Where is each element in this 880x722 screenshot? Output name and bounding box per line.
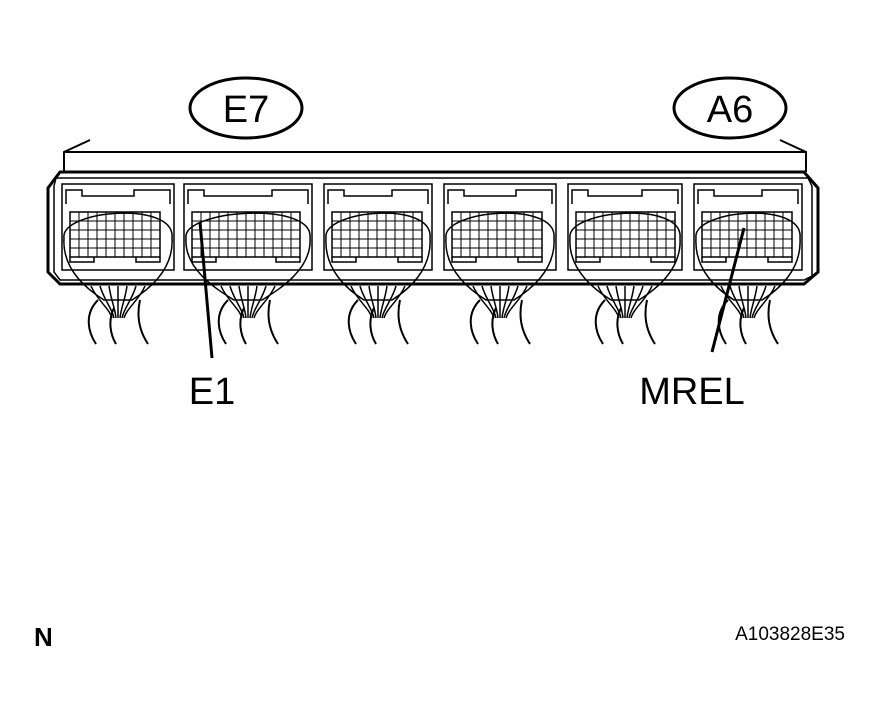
- harness-wire: [99, 285, 115, 319]
- harness-wire: [738, 285, 747, 319]
- harness-wire: [229, 285, 245, 319]
- pin-grid: [575, 211, 676, 258]
- callout-a6-label: A6: [707, 89, 753, 131]
- callout-a6: A6: [672, 76, 788, 140]
- harness-wire: [368, 285, 377, 319]
- pin-e1-label: E1: [189, 371, 235, 413]
- harness-cover: [63, 212, 173, 301]
- harness-wire: [249, 285, 258, 319]
- harness-wire: [503, 285, 519, 319]
- harness-wire: [630, 285, 653, 319]
- callout-e7: E7: [188, 76, 304, 140]
- corner-mark: N: [34, 622, 53, 652]
- harness-wire: [751, 285, 767, 319]
- connector-tab: [701, 257, 793, 263]
- connector-tab: [575, 257, 676, 263]
- harness-wire: [729, 285, 745, 319]
- harness-wire: [253, 285, 276, 319]
- connector-5: [567, 183, 683, 345]
- connector-frame: [61, 183, 175, 271]
- callout-a6-oval: [672, 76, 788, 140]
- callout-e7-oval: [188, 76, 304, 140]
- connector-key: [697, 189, 799, 204]
- harness-wire: [123, 285, 146, 319]
- harness-wire: [381, 285, 397, 319]
- connector-frame: [183, 183, 313, 271]
- connector-tab: [451, 257, 543, 263]
- connector-4: [443, 183, 557, 345]
- harness-wire: [383, 285, 406, 319]
- harness-wire: [505, 285, 528, 319]
- connector-frame: [323, 183, 433, 271]
- connector-bracket: [63, 139, 807, 172]
- harness-wire: [108, 285, 117, 319]
- connector-tab: [331, 257, 423, 263]
- harness-cover: [695, 212, 801, 301]
- harness-wire: [119, 285, 128, 319]
- harness-cover: [185, 212, 311, 301]
- connector-1: [61, 183, 175, 345]
- connector-frame: [443, 183, 557, 271]
- harness-wire: [749, 285, 758, 319]
- connector-tab: [69, 257, 161, 263]
- wire-bundle: [217, 299, 279, 345]
- pin-mrel-label: MREL: [639, 371, 745, 413]
- connector-group: [61, 183, 803, 345]
- harness-wire: [359, 285, 375, 319]
- callout-e7-label: E7: [223, 89, 269, 131]
- harness-wire: [615, 285, 624, 319]
- pin-mrel-leader: [710, 227, 746, 353]
- harness-wire: [251, 285, 267, 319]
- harness-wire: [238, 285, 247, 319]
- figure-code: A103828E35: [735, 624, 845, 645]
- wire-bundle: [347, 299, 409, 345]
- connector-key: [447, 189, 553, 204]
- harness-wire: [490, 285, 499, 319]
- pin-e1-leader: [198, 221, 214, 359]
- connector-2: [183, 183, 313, 345]
- harness-wire: [501, 285, 510, 319]
- connector-3: [323, 183, 433, 345]
- harness-wire: [379, 285, 388, 319]
- harness-wire: [628, 285, 644, 319]
- harness-wire: [121, 285, 137, 319]
- connector-key: [571, 189, 679, 204]
- wire-bundle: [87, 299, 149, 345]
- harness-wire: [753, 285, 776, 319]
- harness-wire: [481, 285, 497, 319]
- harness-wire: [606, 285, 622, 319]
- connector-key: [327, 189, 429, 204]
- harness-cover: [569, 212, 681, 301]
- connector-frame: [567, 183, 683, 271]
- wire-bundle: [594, 299, 656, 345]
- harness-wire: [626, 285, 635, 319]
- harness-cover: [445, 212, 555, 301]
- connector-frame: [693, 183, 803, 271]
- connector-key: [65, 189, 171, 204]
- connector-6: [693, 183, 803, 345]
- harness-cover: [325, 212, 431, 301]
- connector-key: [187, 189, 309, 204]
- wire-bundle: [469, 299, 531, 345]
